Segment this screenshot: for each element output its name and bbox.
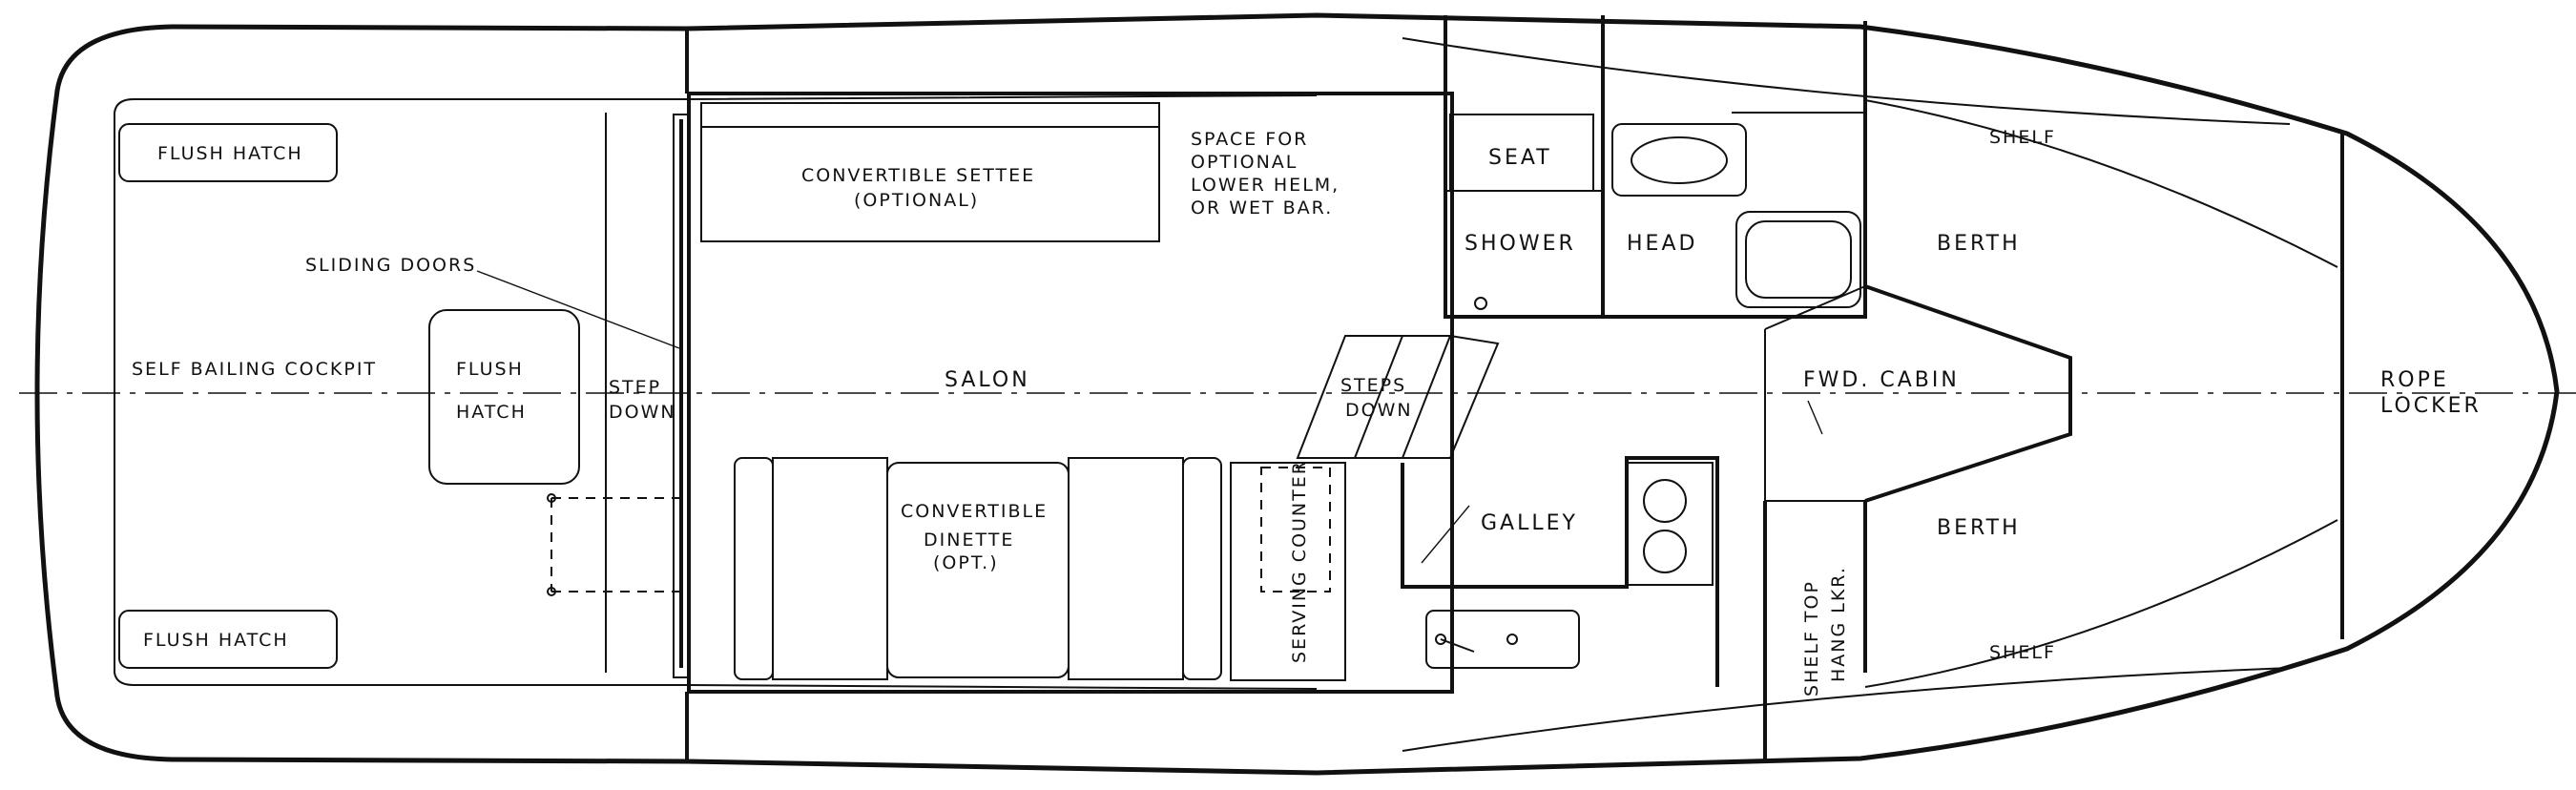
dinette-seat-left [734,457,774,680]
flush-hatch-top-label: FLUSH HATCH [157,143,303,164]
step-down-label-1: STEP [609,377,661,398]
berth-divider-top [1764,285,1866,330]
berth-top-label: BERTH [1937,232,2021,256]
space-for-label-3: LOWER HELM, [1191,175,1340,196]
forward-deck-line-top [1402,37,2291,125]
settee-back [700,102,1160,128]
sink-faucet-spout [1440,638,1475,653]
step-tread-2 [1402,335,1451,459]
hatch-pin-1 [547,493,556,503]
berth-outline [1863,114,2072,673]
steps-down-label-2: DOWN [1345,400,1413,421]
hatch-pin-2 [547,587,556,596]
berth-bottom-label: BERTH [1937,516,2021,540]
fwd-cabin-label: FWD. CABIN [1803,368,1960,392]
stove-burner-2 [1643,530,1687,573]
convertible-settee-label-2: (OPTIONAL) [854,190,979,211]
shelf-top-outline [1864,99,2338,268]
galley-leader [1421,505,1470,564]
sink-faucet [1506,634,1518,645]
convertible-dinette-label-2: DINETTE [924,530,1014,551]
self-bailing-cockpit-label: SELF BAILING COCKPIT [132,359,377,380]
stove-burner-1 [1643,479,1687,523]
flush-hatch-bottom-label: FLUSH HATCH [143,630,289,651]
shelf-top-hang-label-2: HANG LKR. [1828,566,1849,682]
shelf-bottom-outline [1864,519,2338,688]
space-for-label-2: OPTIONAL [1191,152,1298,173]
shelf-bottom-label: SHELF [1989,642,2056,663]
serving-counter-dashed [1260,467,1331,592]
dinette-cushion-right [1068,457,1184,680]
shower-drain [1474,297,1487,310]
sliding-doors-label: SLIDING DOORS [305,255,476,276]
convertible-dinette-label-1: CONVERTIBLE [901,501,1048,522]
seat-outline [1449,114,1594,192]
flush-hatch-center-label-1: FLUSH [456,359,524,380]
flush-hatch-center-label-2: HATCH [456,402,527,423]
hull-outline [34,12,2560,776]
convertible-settee-label-1: CONVERTIBLE SETTEE [801,165,1035,186]
flush-hatch-center-outline [428,309,580,485]
shelf-top-label: SHELF [1989,127,2056,148]
dinette-cushion-left [772,457,888,680]
deck-line [114,94,1318,690]
forward-deck-line-bottom [1402,667,2291,752]
flush-hatch-top-outline [118,123,338,182]
space-for-label-1: SPACE FOR [1191,129,1308,150]
steps-down-outline [1296,335,1500,459]
sink-drain [1435,634,1446,645]
rope-locker-label-1: ROPE [2380,368,2449,392]
serving-counter-outline [1230,462,1346,681]
serving-counter-label: SERVING COUNTER [1289,460,1310,663]
dinette-seat-right [1182,457,1222,680]
stove-outline [1626,462,1714,586]
toilet-outline [1735,211,1861,308]
space-for-label-4: OR WET BAR. [1191,198,1333,218]
sink-outline [1425,610,1580,669]
step-down-label-2: DOWN [609,402,676,423]
head-sink-outline [1611,123,1747,197]
seat-label: SEAT [1488,146,1552,170]
salon-label: SALON [945,368,1030,392]
step-tread-1 [1354,335,1403,459]
rope-locker-label-2: LOCKER [2380,394,2482,418]
galley-label: GALLEY [1481,511,1578,535]
head-label: HEAD [1627,232,1697,256]
steps-down-label-1: STEPS [1340,375,1406,396]
shelf-top-hang-label-1: SHELF TOP [1801,580,1822,696]
shower-label: SHOWER [1465,232,1576,256]
cockpit-hatch-dashed [551,497,679,592]
head-sink-basin [1631,136,1728,184]
flush-hatch-bottom-outline [118,610,338,669]
convertible-dinette-label-3: (OPT.) [933,552,999,573]
sliding-doors-leader [476,270,680,349]
fwd-cabin-leader [1807,400,1823,435]
toilet-seat [1745,220,1852,299]
